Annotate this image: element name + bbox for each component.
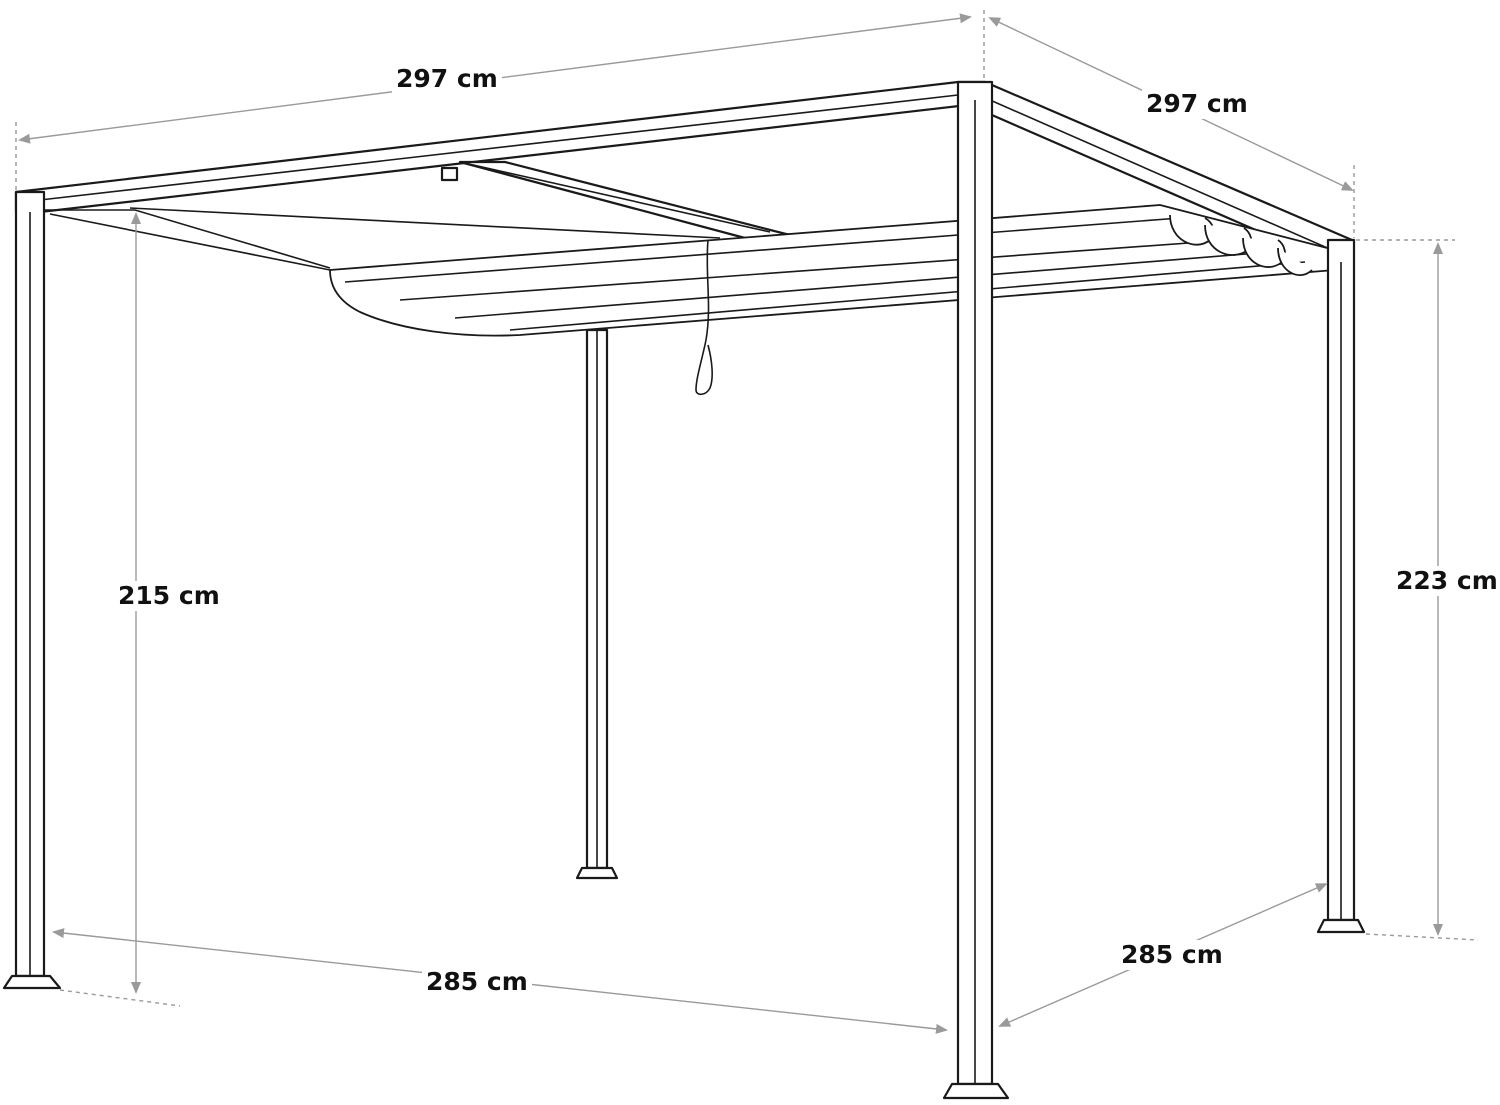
back-right-post [1316, 238, 1366, 934]
top-width-label: 297 cm [392, 64, 502, 94]
dimension-lines [15, 10, 1479, 1034]
front-right-post [942, 80, 1010, 1100]
top-depth-label: 297 cm [1142, 89, 1252, 119]
bottom-depth-label: 285 cm [1117, 940, 1227, 970]
bottom-width-label: 285 cm [422, 967, 532, 997]
back-left-post [575, 328, 619, 880]
front-left-post [2, 190, 62, 990]
inner-height-label: 215 cm [114, 581, 224, 611]
retractable-canopy [329, 204, 1336, 396]
outer-height-label: 223 cm [1392, 566, 1500, 596]
